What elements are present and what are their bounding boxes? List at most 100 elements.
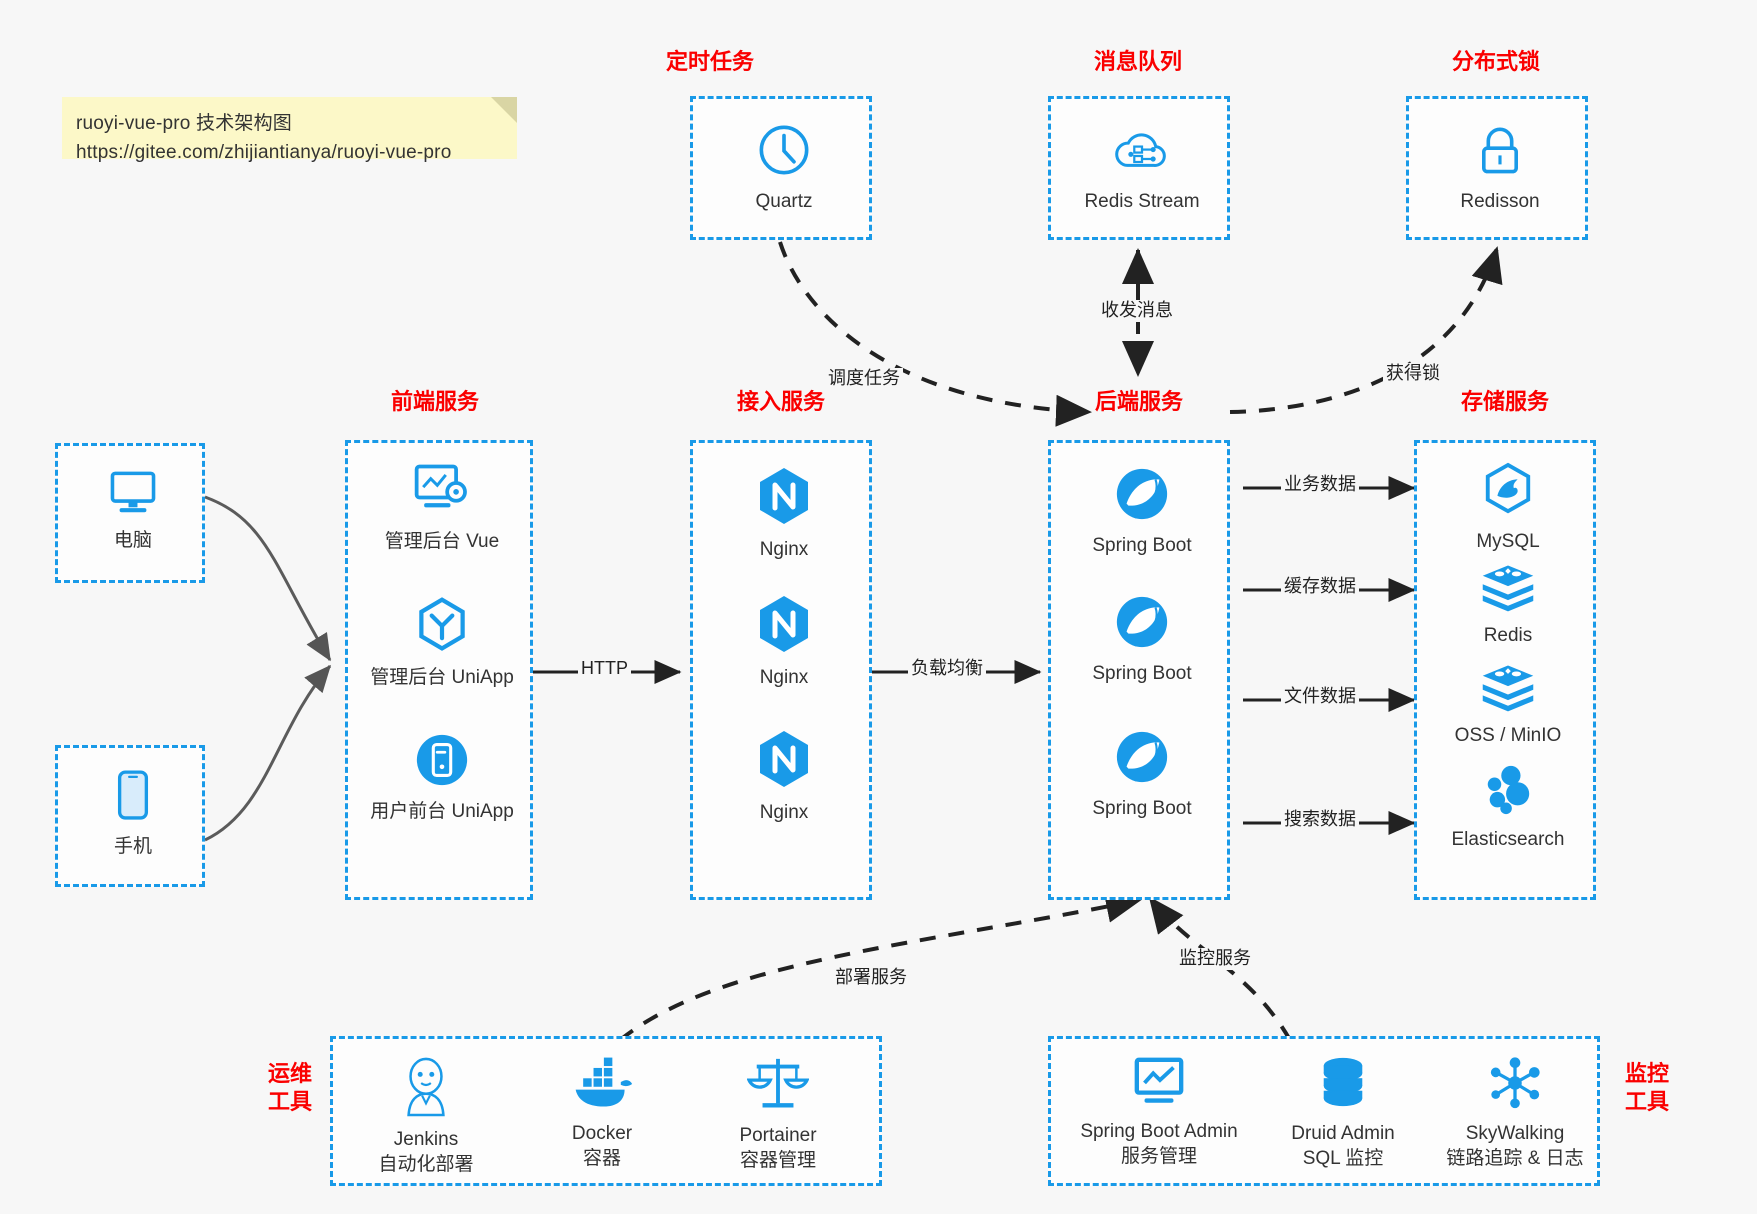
node-sublabel-portainer: 容器管理 xyxy=(739,1149,816,1171)
node-label-spring-boot-admin: Spring Boot Admin xyxy=(1080,1121,1238,1142)
node-spring-boot-2[interactable]: Spring Boot xyxy=(1051,593,1233,687)
node-quartz[interactable]: Quartz xyxy=(693,121,875,215)
node-label-oss-minio: OSS / MinIO xyxy=(1454,725,1562,746)
group-title-storage-service: 存储服务 xyxy=(1460,389,1549,414)
uniapp-icon xyxy=(413,595,471,660)
group-backend-service: Spring Boot Spring Boot Spring Boot xyxy=(1048,440,1230,900)
app-icon xyxy=(413,731,471,794)
node-label-jenkins: Jenkins xyxy=(393,1129,459,1150)
group-title-monitor-tools: 监控 工具 xyxy=(1612,1060,1682,1115)
group-monitor-tools: Spring Boot Admin 服务管理 Druid Admin SQL 监… xyxy=(1048,1036,1600,1186)
dashboard-icon xyxy=(411,461,473,524)
edge-label-send-receive-message: 收发消息 xyxy=(1098,300,1176,322)
node-oss-minio[interactable]: OSS / MinIO xyxy=(1417,661,1599,749)
redis-icon xyxy=(1479,561,1537,618)
node-sublabel-druid-admin: SQL 监控 xyxy=(1302,1147,1384,1169)
node-sublabel-spring-boot-admin: 服务管理 xyxy=(1120,1145,1197,1167)
node-label-user-uniapp: 用户前台 UniApp xyxy=(370,801,514,822)
node-portainer[interactable]: Portainer 容器管理 xyxy=(695,1055,861,1173)
spring-boot-icon xyxy=(1113,465,1171,528)
scales-icon xyxy=(746,1055,810,1118)
note-fold-corner xyxy=(491,97,517,123)
node-label-redis-stream: Redis Stream xyxy=(1084,191,1200,212)
nginx-icon xyxy=(755,593,813,660)
network-nodes-icon xyxy=(1486,1055,1544,1116)
node-label-skywalking: SkyWalking xyxy=(1465,1123,1565,1144)
node-label-spring-boot-1: Spring Boot xyxy=(1092,535,1192,556)
node-sublabel-skywalking: 链路追踪 & 日志 xyxy=(1446,1147,1584,1169)
docker-icon xyxy=(570,1055,634,1116)
node-admin-uniapp[interactable]: 管理后台 UniApp xyxy=(348,595,536,691)
oss-icon xyxy=(1479,661,1537,718)
group-title-scheduled-task: 定时任务 xyxy=(665,49,754,74)
group-title-frontend-service: 前端服务 xyxy=(390,389,479,414)
edge-label-business-data: 业务数据 xyxy=(1281,474,1359,496)
node-nginx-1[interactable]: Nginx xyxy=(693,465,875,563)
node-label-pc: 电脑 xyxy=(113,530,152,551)
node-spring-boot-1[interactable]: Spring Boot xyxy=(1051,465,1233,559)
database-icon xyxy=(1316,1055,1370,1116)
edge-label-cache-data: 缓存数据 xyxy=(1281,576,1359,598)
mysql-icon xyxy=(1481,461,1535,524)
node-label-elasticsearch: Elasticsearch xyxy=(1451,829,1565,850)
group-client-pc: 电脑 xyxy=(55,443,205,583)
mobile-icon xyxy=(112,768,154,829)
cloud-stream-icon xyxy=(1112,121,1172,184)
node-jenkins[interactable]: Jenkins 自动化部署 xyxy=(343,1055,509,1177)
group-title-message-queue: 消息队列 xyxy=(1093,49,1182,74)
node-label-nginx-3: Nginx xyxy=(759,802,809,823)
edge-phone-to-frontend xyxy=(204,664,332,842)
group-title-backend-service: 后端服务 xyxy=(1094,389,1183,414)
node-label-docker: Docker xyxy=(571,1123,633,1144)
group-message-queue: Redis Stream xyxy=(1048,96,1230,240)
node-skywalking[interactable]: SkyWalking 链路追踪 & 日志 xyxy=(1427,1055,1603,1171)
edge-label-search-data: 搜索数据 xyxy=(1281,809,1359,831)
note-line-1: ruoyi-vue-pro 技术架构图 xyxy=(76,113,293,134)
group-devops-tools: Jenkins 自动化部署 Docker 容器 xyxy=(330,1036,882,1186)
node-label-redisson: Redisson xyxy=(1460,191,1540,212)
note-line-2: https://gitee.com/zhijiantianya/ruoyi-vu… xyxy=(76,142,452,164)
node-redis[interactable]: Redis xyxy=(1417,561,1599,649)
group-title-devops-line2: 工具 xyxy=(267,1088,312,1114)
node-label-spring-boot-3: Spring Boot xyxy=(1092,798,1192,819)
group-title-gateway-service: 接入服务 xyxy=(736,389,825,414)
node-label-admin-vue: 管理后台 Vue xyxy=(384,531,500,552)
node-elasticsearch[interactable]: Elasticsearch xyxy=(1417,763,1599,853)
group-scheduled-task: Quartz xyxy=(690,96,872,240)
group-title-distributed-lock: 分布式锁 xyxy=(1451,49,1540,74)
node-mysql[interactable]: MySQL xyxy=(1417,461,1599,555)
node-docker[interactable]: Docker 容器 xyxy=(519,1055,685,1171)
node-redis-stream[interactable]: Redis Stream xyxy=(1051,121,1233,215)
node-label-druid-admin: Druid Admin xyxy=(1291,1123,1395,1144)
monitor-chart-icon xyxy=(1130,1055,1188,1114)
group-gateway-service: Nginx Nginx Nginx xyxy=(690,440,872,900)
edge-label-http: HTTP xyxy=(578,658,631,680)
node-druid-admin[interactable]: Druid Admin SQL 监控 xyxy=(1259,1055,1427,1171)
nginx-icon xyxy=(755,465,813,532)
node-nginx-3[interactable]: Nginx xyxy=(693,728,875,826)
node-spring-boot-3[interactable]: Spring Boot xyxy=(1051,728,1233,822)
node-phone[interactable]: 手机 xyxy=(58,768,208,860)
node-label-redis: Redis xyxy=(1483,625,1533,646)
desktop-icon xyxy=(106,468,160,523)
node-nginx-2[interactable]: Nginx xyxy=(693,593,875,691)
node-sublabel-docker: 容器 xyxy=(582,1147,621,1169)
group-distributed-lock: Redisson xyxy=(1406,96,1588,240)
group-title-monitor-line2: 工具 xyxy=(1624,1088,1669,1114)
edge-label-load-balance: 负载均衡 xyxy=(908,658,986,680)
node-redisson[interactable]: Redisson xyxy=(1409,121,1591,215)
sticky-note: ruoyi-vue-pro 技术架构图 https://gitee.com/zh… xyxy=(62,97,517,163)
edge-label-acquire-lock: 获得锁 xyxy=(1383,363,1443,385)
node-spring-boot-admin[interactable]: Spring Boot Admin 服务管理 xyxy=(1059,1055,1259,1169)
node-sublabel-jenkins: 自动化部署 xyxy=(378,1153,474,1175)
group-storage-service: MySQL Redis xyxy=(1414,440,1596,900)
edge-label-monitor-service: 监控服务 xyxy=(1176,948,1254,970)
clock-icon xyxy=(755,121,813,184)
node-admin-vue[interactable]: 管理后台 Vue xyxy=(348,461,536,555)
node-label-nginx-2: Nginx xyxy=(759,667,809,688)
node-user-uniapp[interactable]: 用户前台 UniApp xyxy=(348,731,536,825)
lock-icon xyxy=(1473,121,1527,184)
jenkins-icon xyxy=(397,1055,455,1122)
node-pc[interactable]: 电脑 xyxy=(58,468,208,554)
node-label-quartz: Quartz xyxy=(755,191,813,212)
